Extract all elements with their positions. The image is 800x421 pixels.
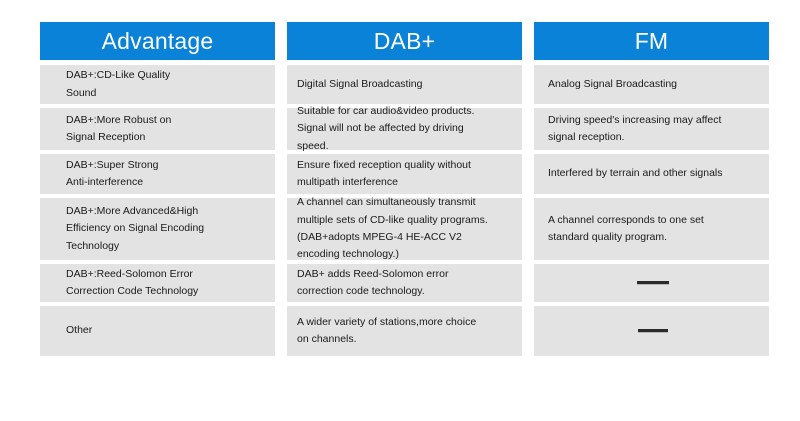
cell-line: (DAB+adopts MPEG-4 HE-ACC V2 bbox=[297, 231, 462, 243]
cell-line: Analog Signal Broadcasting bbox=[548, 77, 678, 90]
column-header-advantage: Advantage bbox=[40, 22, 275, 60]
table-cell: DAB+:More Robust on Signal Reception bbox=[40, 108, 275, 154]
cell-line: multipath interference bbox=[297, 176, 398, 188]
cell-line: on channels. bbox=[297, 333, 357, 345]
column-advantage: Advantage DAB+:CD-Like Quality Sound DAB… bbox=[40, 22, 275, 356]
cell-line: Ensure fixed reception quality without bbox=[297, 158, 471, 171]
column-header-dab-plus: DAB+ bbox=[287, 22, 522, 60]
column-fm: FM Analog Signal Broadcasting Driving sp… bbox=[534, 22, 769, 356]
cell-line: Other bbox=[66, 324, 93, 337]
cell-line: multiple sets of CD-like quality program… bbox=[297, 213, 488, 226]
table-cell: A channel can simultaneously transmit mu… bbox=[287, 196, 522, 264]
cell-line: DAB+:Reed-Solomon Error bbox=[66, 267, 193, 280]
comparison-table: Advantage DAB+:CD-Like Quality Sound DAB… bbox=[40, 22, 769, 356]
cell-line: Signal will not be affected by driving bbox=[297, 122, 464, 135]
cell-line: Anti-interference bbox=[66, 176, 144, 188]
em-dash-icon bbox=[636, 281, 669, 285]
table-cell: DAB+:CD-Like Quality Sound bbox=[40, 65, 275, 108]
table-cell: Digital Signal Broadcasting bbox=[287, 65, 522, 108]
cell-line: standard quality program. bbox=[548, 231, 668, 243]
table-cell: Analog Signal Broadcasting bbox=[534, 65, 769, 108]
column-body-dab-plus: Digital Signal Broadcasting Suitable for… bbox=[287, 65, 522, 356]
table-cell: Ensure fixed reception quality without m… bbox=[287, 154, 522, 198]
cell-line: DAB+:Super Strong bbox=[66, 158, 159, 171]
table-cell: DAB+ adds Reed-Solomon error correction … bbox=[287, 264, 522, 306]
cell-line: Signal Reception bbox=[66, 131, 146, 143]
column-body-fm: Analog Signal Broadcasting Driving speed… bbox=[534, 65, 769, 356]
column-body-advantage: DAB+:CD-Like Quality Sound DAB+:More Rob… bbox=[40, 65, 275, 356]
cell-line: A channel can simultaneously transmit bbox=[297, 196, 476, 209]
table-cell: Suitable for car audio&video products. S… bbox=[287, 105, 522, 154]
cell-line: Digital Signal Broadcasting bbox=[297, 77, 423, 90]
table-cell-empty bbox=[534, 306, 769, 356]
cell-line: DAB+ adds Reed-Solomon error bbox=[297, 267, 449, 280]
cell-line: Sound bbox=[66, 86, 97, 99]
column-header-fm: FM bbox=[534, 22, 769, 60]
table-cell: Other bbox=[40, 306, 275, 356]
em-dash-icon bbox=[637, 329, 668, 333]
cell-line: correction code technology. bbox=[297, 285, 425, 297]
cell-line: DAB+:CD-Like Quality bbox=[66, 69, 171, 82]
cell-line: speed. bbox=[297, 139, 329, 152]
table-cell: DAB+:Super Strong Anti-interference bbox=[40, 154, 275, 198]
cell-line: Correction Code Technology bbox=[66, 285, 199, 297]
cell-line: signal reception. bbox=[548, 131, 625, 143]
column-dab-plus: DAB+ Digital Signal Broadcasting Suitabl… bbox=[287, 22, 522, 356]
table-cell: Interfered by terrain and other signals bbox=[534, 154, 769, 198]
table-cell: Driving speed's increasing may affect si… bbox=[534, 108, 769, 154]
table-cell: A wider variety of stations,more choice … bbox=[287, 306, 522, 356]
cell-line: Suitable for car audio&video products. bbox=[297, 105, 475, 118]
cell-line: A wider variety of stations,more choice bbox=[297, 315, 477, 328]
cell-line: A channel corresponds to one set bbox=[548, 213, 704, 226]
table-cell: A channel corresponds to one set standar… bbox=[534, 198, 769, 264]
cell-line: Efficiency on Signal Encoding bbox=[66, 222, 205, 235]
table-cell: DAB+:Reed-Solomon Error Correction Code … bbox=[40, 264, 275, 306]
cell-line: Interfered by terrain and other signals bbox=[548, 167, 723, 180]
cell-line: DAB+:More Advanced&High bbox=[66, 205, 199, 218]
cell-line: Technology bbox=[66, 239, 120, 252]
cell-line: Driving speed's increasing may affect bbox=[548, 113, 722, 126]
cell-line: encoding technology.) bbox=[297, 248, 399, 261]
cell-line: DAB+:More Robust on bbox=[66, 113, 172, 126]
table-cell: DAB+:More Advanced&High Efficiency on Si… bbox=[40, 198, 275, 264]
table-cell-empty bbox=[534, 264, 769, 306]
